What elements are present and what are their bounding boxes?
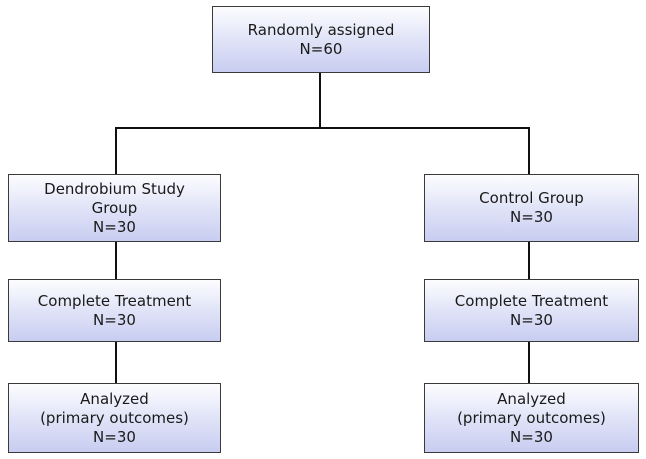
connector-root-down [319, 72, 321, 128]
root-label: Randomly assigned [247, 20, 395, 39]
right-analyzed-label: Analyzed [497, 389, 566, 408]
left-group-label-line2: Group [91, 198, 138, 217]
left-group-label-line1: Dendrobium Study [44, 179, 185, 198]
connector-left-group-treatment [115, 241, 117, 279]
left-analyzed-sublabel: (primary outcomes) [40, 408, 189, 427]
connector-right-group-treatment [528, 241, 530, 279]
right-group-label: Control Group [479, 189, 584, 207]
left-treatment-label: Complete Treatment [37, 291, 192, 310]
connector-right-branch [528, 127, 530, 174]
control-group-box: Control Group N=30 [424, 174, 639, 242]
left-analyzed-box: Analyzed (primary outcomes) N=30 [8, 383, 221, 453]
right-treatment-label: Complete Treatment [454, 291, 609, 310]
left-complete-treatment-box: Complete Treatment N=30 [8, 279, 221, 342]
right-complete-treatment-box: Complete Treatment N=30 [424, 279, 639, 342]
right-analyzed-sublabel: (primary outcomes) [457, 408, 606, 427]
right-analyzed-count: N=30 [510, 427, 553, 446]
right-treatment-count: N=30 [510, 310, 553, 329]
left-group-count: N=30 [93, 217, 136, 236]
connector-left-treatment-analyzed [115, 341, 117, 383]
randomly-assigned-box: Randomly assigned N=60 [212, 6, 430, 73]
connector-horizontal [115, 127, 530, 129]
dendrobium-study-group-box: Dendrobium Study Group N=30 [8, 174, 221, 242]
right-analyzed-box: Analyzed (primary outcomes) N=30 [424, 383, 639, 453]
connector-right-treatment-analyzed [528, 341, 530, 383]
left-analyzed-label: Analyzed [80, 389, 149, 408]
left-treatment-count: N=30 [93, 310, 136, 329]
root-count: N=60 [299, 39, 343, 58]
right-group-count: N=30 [510, 208, 553, 226]
left-analyzed-count: N=30 [93, 427, 136, 446]
connector-left-branch [115, 127, 117, 174]
